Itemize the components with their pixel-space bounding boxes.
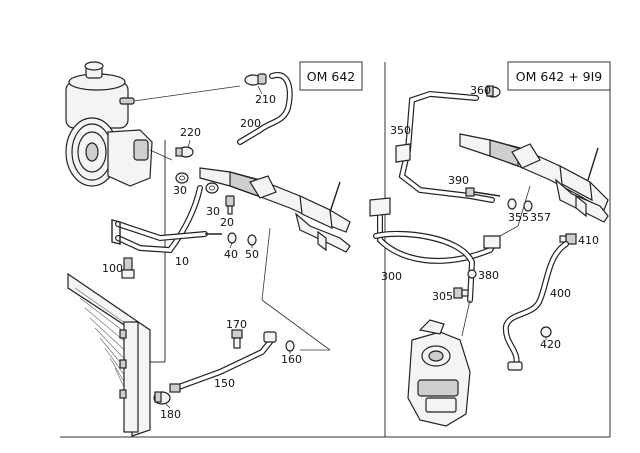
power-steering-pump: [65, 117, 153, 187]
fitting-410: [559, 233, 577, 245]
fitting-305: [453, 287, 469, 299]
callout-355: 355: [508, 211, 529, 224]
callout-30-a: 30: [173, 184, 187, 197]
callout-100: 100: [102, 262, 123, 275]
callout-40: 40: [224, 248, 238, 261]
callout-210: 210: [255, 93, 276, 106]
callout-350: 350: [390, 124, 411, 137]
seal-ring-160: [285, 340, 295, 352]
seal-ring-355: [507, 198, 517, 210]
leader-gear-right-2: [499, 225, 519, 237]
leader-210: [257, 85, 263, 95]
leader-reservoir: [133, 85, 241, 102]
callout-170: 170: [226, 318, 247, 331]
line-350: [395, 90, 495, 203]
tandem-pump: [407, 319, 471, 427]
callout-50: 50: [245, 248, 259, 261]
callout-357: 357: [530, 211, 551, 224]
callout-305: 305: [432, 290, 453, 303]
callout-200: 200: [240, 117, 261, 130]
callout-20: 20: [220, 216, 234, 229]
callout-360: 360: [470, 84, 491, 97]
steering-gear-right: [459, 133, 609, 223]
callout-220: 220: [180, 126, 201, 139]
holder-100: [121, 257, 135, 279]
leader-40: [229, 242, 233, 249]
callout-410: 410: [578, 234, 599, 247]
line-150: [169, 331, 277, 393]
return-hose-200: [237, 72, 293, 145]
leader-gear-left: [261, 227, 271, 301]
seal-ring-357: [523, 200, 533, 212]
bolt-170: [231, 329, 243, 349]
clip-180: [153, 391, 171, 405]
seal-ring-30-a: [175, 172, 189, 184]
right-panel-header: OM 642 + 9I9: [507, 61, 611, 91]
callout-160: 160: [281, 353, 302, 366]
hose-clamp-210: [244, 73, 267, 86]
leader-180: [165, 403, 171, 409]
steering-gear-left: [199, 167, 351, 253]
fluid-reservoir: [65, 61, 135, 129]
callout-10: 10: [175, 255, 189, 268]
leader-220: [187, 139, 191, 149]
callout-180: 180: [160, 408, 181, 421]
callout-420: 420: [540, 338, 561, 351]
left-panel-title: OM 642: [307, 69, 355, 84]
callout-150: 150: [214, 377, 235, 390]
seal-ring-30-b: [205, 182, 219, 194]
clip-420: [540, 326, 552, 338]
hose-assembly-300: [369, 197, 501, 303]
banjo-bolt-20: [225, 195, 235, 215]
seal-ring-40: [227, 232, 237, 244]
pressure-hose-10: [111, 185, 222, 254]
hose-clamp-220: [175, 146, 194, 158]
right-panel-title: OM 642 + 9I9: [516, 69, 603, 84]
clip-380: [467, 269, 477, 279]
left-panel-header: OM 642: [299, 61, 363, 91]
hose-clamp-360: [485, 85, 501, 98]
callout-300: 300: [381, 270, 402, 283]
callout-380: 380: [478, 269, 499, 282]
seal-ring-50: [247, 234, 257, 246]
leader-pump: [149, 149, 173, 161]
fitting-390: [465, 187, 501, 197]
leader-gear-bracket: [261, 299, 331, 351]
callout-390: 390: [448, 174, 469, 187]
radiator: [67, 272, 151, 437]
hose-400: [502, 241, 569, 371]
callout-30-b: 30: [206, 205, 220, 218]
leader-305-pump: [461, 299, 471, 337]
callout-400: 400: [550, 287, 571, 300]
